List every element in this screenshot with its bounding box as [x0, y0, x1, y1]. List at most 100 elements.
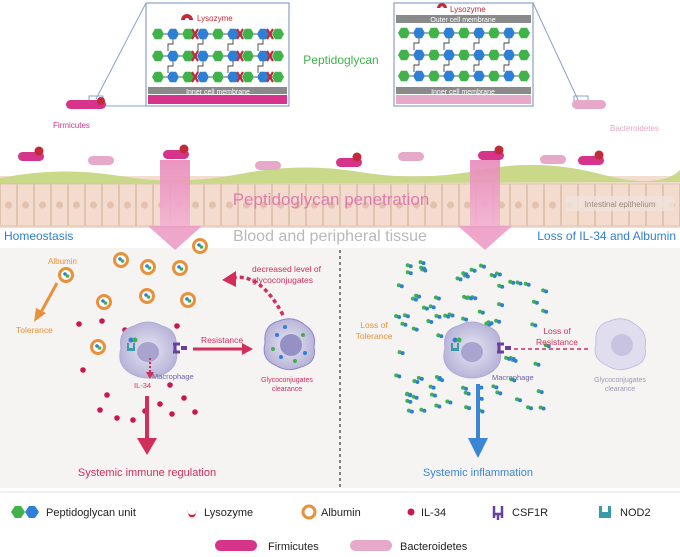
peptidoglycan-fragment — [429, 320, 434, 324]
peptidoglycan-fragment — [539, 390, 544, 395]
peptidoglycan-unit — [257, 50, 269, 62]
epithelial-nucleus — [22, 201, 29, 209]
bound-peptidoglycan — [95, 344, 99, 348]
peptidoglycan-unit — [272, 71, 284, 83]
decreased-label-line2: glycoconjugates — [252, 275, 313, 285]
peptidoglycan-unit — [227, 50, 239, 62]
epithelial-nucleus — [328, 201, 335, 209]
peptidoglycan-fragment — [408, 393, 412, 398]
tissue-label: Blood and peripheral tissue — [233, 228, 427, 245]
peptidoglycan-unit — [503, 49, 515, 61]
tolerance-arrow — [38, 282, 59, 315]
peptidoglycan-fragment — [511, 280, 516, 285]
epithelial-nucleus — [5, 201, 12, 209]
peptidoglycan-fragment — [482, 264, 486, 269]
peptidoglycan-unit — [398, 70, 410, 82]
peptidoglycan-fragment — [409, 409, 414, 414]
lysozyme-cleavage-mark — [236, 71, 244, 83]
peptidoglycan-fragment — [417, 294, 422, 299]
inner-membrane-bar-right — [396, 87, 531, 94]
epithelial-nucleus — [39, 201, 46, 209]
bound-peptidoglycan — [118, 257, 122, 261]
peptidoglycan-fragment — [473, 296, 478, 301]
peptidoglycan-fragment — [489, 321, 494, 326]
epithelial-nucleus — [345, 201, 352, 209]
loss-resistance-label-2: Resistance — [536, 337, 578, 347]
peptidoglycan-fragment — [414, 395, 419, 400]
peptidoglycan-fragment — [397, 315, 402, 319]
clearance-label-right-1: Glycoconjugates — [594, 377, 646, 384]
peptidoglycan-fragment — [403, 322, 408, 327]
peptidoglycan-fragment — [544, 309, 549, 314]
bacteroidetes-bacterium — [255, 161, 281, 170]
peptidoglycan-fragment — [533, 323, 538, 328]
epithelial-nucleus — [447, 201, 454, 209]
peptidoglycan-unit — [167, 50, 179, 62]
peptidoglycan-fragment — [419, 376, 424, 381]
lysozyme-cleavage-mark — [266, 28, 274, 40]
lysozyme-legend-icon — [187, 510, 197, 518]
il34-particle — [114, 415, 120, 421]
peptidoglycan-fragment — [431, 305, 436, 310]
epithelial-nucleus — [396, 201, 403, 209]
bound-peptidoglycan — [103, 301, 108, 305]
decreased-glycoconjugates-arrow — [231, 275, 285, 316]
peptidoglycan-unit — [212, 50, 224, 62]
peptidoglycan-fragment — [422, 266, 427, 271]
peptidoglycan-fragment — [413, 297, 418, 302]
peptidoglycan-fragment — [544, 289, 549, 294]
peptidoglycan-fragment — [541, 406, 546, 411]
peptidoglycan-unit — [152, 71, 164, 83]
epithelial-nucleus — [464, 201, 471, 209]
lysozyme-cleavage-mark — [236, 28, 244, 40]
peptidoglycan-unit — [518, 49, 530, 61]
bound-peptidoglycan — [145, 264, 149, 268]
glycoconjugate-clearance-cell-right — [594, 318, 647, 371]
legend-nod2-label: NOD2 — [620, 507, 651, 519]
peptidoglycan-fragment — [397, 374, 402, 379]
peptidoglycan-fragment — [464, 272, 469, 277]
firmicutes-bacterium-icon — [66, 97, 106, 109]
peptidoglycan-unit — [413, 70, 425, 82]
peptidoglycan-fragment — [479, 396, 484, 401]
peptidoglycan-unit — [458, 70, 470, 82]
peptidoglycan-fragment — [529, 406, 533, 411]
peptidoglycan-fragment — [421, 261, 426, 266]
outer-membrane-label: Outer cell membrane — [430, 17, 495, 24]
penetration-arrow-left — [148, 160, 202, 250]
peptidoglycan-unit — [257, 28, 269, 40]
il34-particle — [97, 407, 103, 413]
lysozyme-bound — [494, 145, 504, 155]
peptide-crosslink — [473, 38, 480, 50]
peptidoglycan-fragment — [466, 391, 471, 396]
legend-albumin-label: Albumin — [321, 507, 361, 519]
peptidoglycan-unit — [242, 50, 254, 62]
peptidoglycan-fragment — [512, 378, 517, 383]
epithelial-nucleus — [515, 201, 522, 209]
csf1r-receptor-icon — [497, 342, 511, 354]
peptidoglycan-unit — [152, 50, 164, 62]
peptidoglycan-fragment — [431, 385, 436, 390]
nod2-icon — [451, 337, 462, 351]
peptidoglycan-unit — [518, 70, 530, 82]
peptidoglycan-fragment — [492, 274, 497, 278]
peptide-crosslink — [443, 60, 450, 72]
peptidoglycan-fragment — [500, 303, 505, 308]
peptidoglycan-unit — [167, 28, 179, 40]
peptidoglycan-fragment — [494, 385, 499, 390]
bound-peptidoglycan — [63, 272, 67, 276]
albumin-label: Albumin — [48, 257, 77, 266]
il34-particle — [181, 395, 187, 401]
peptidoglycan-fragment — [424, 306, 429, 311]
peptide-crosslink — [227, 61, 234, 73]
peptidoglycan-fragment — [422, 408, 427, 413]
peptidoglycan-unit — [197, 71, 209, 83]
peptidoglycan-fragment — [497, 272, 502, 277]
peptide-crosslink — [413, 38, 420, 50]
peptidoglycan-title: Peptidoglycan — [303, 53, 378, 67]
il34-particle — [130, 417, 136, 423]
peptidoglycan-fragment — [498, 391, 503, 396]
lysozyme-bound — [34, 146, 44, 156]
lysozyme-bound — [352, 152, 362, 162]
